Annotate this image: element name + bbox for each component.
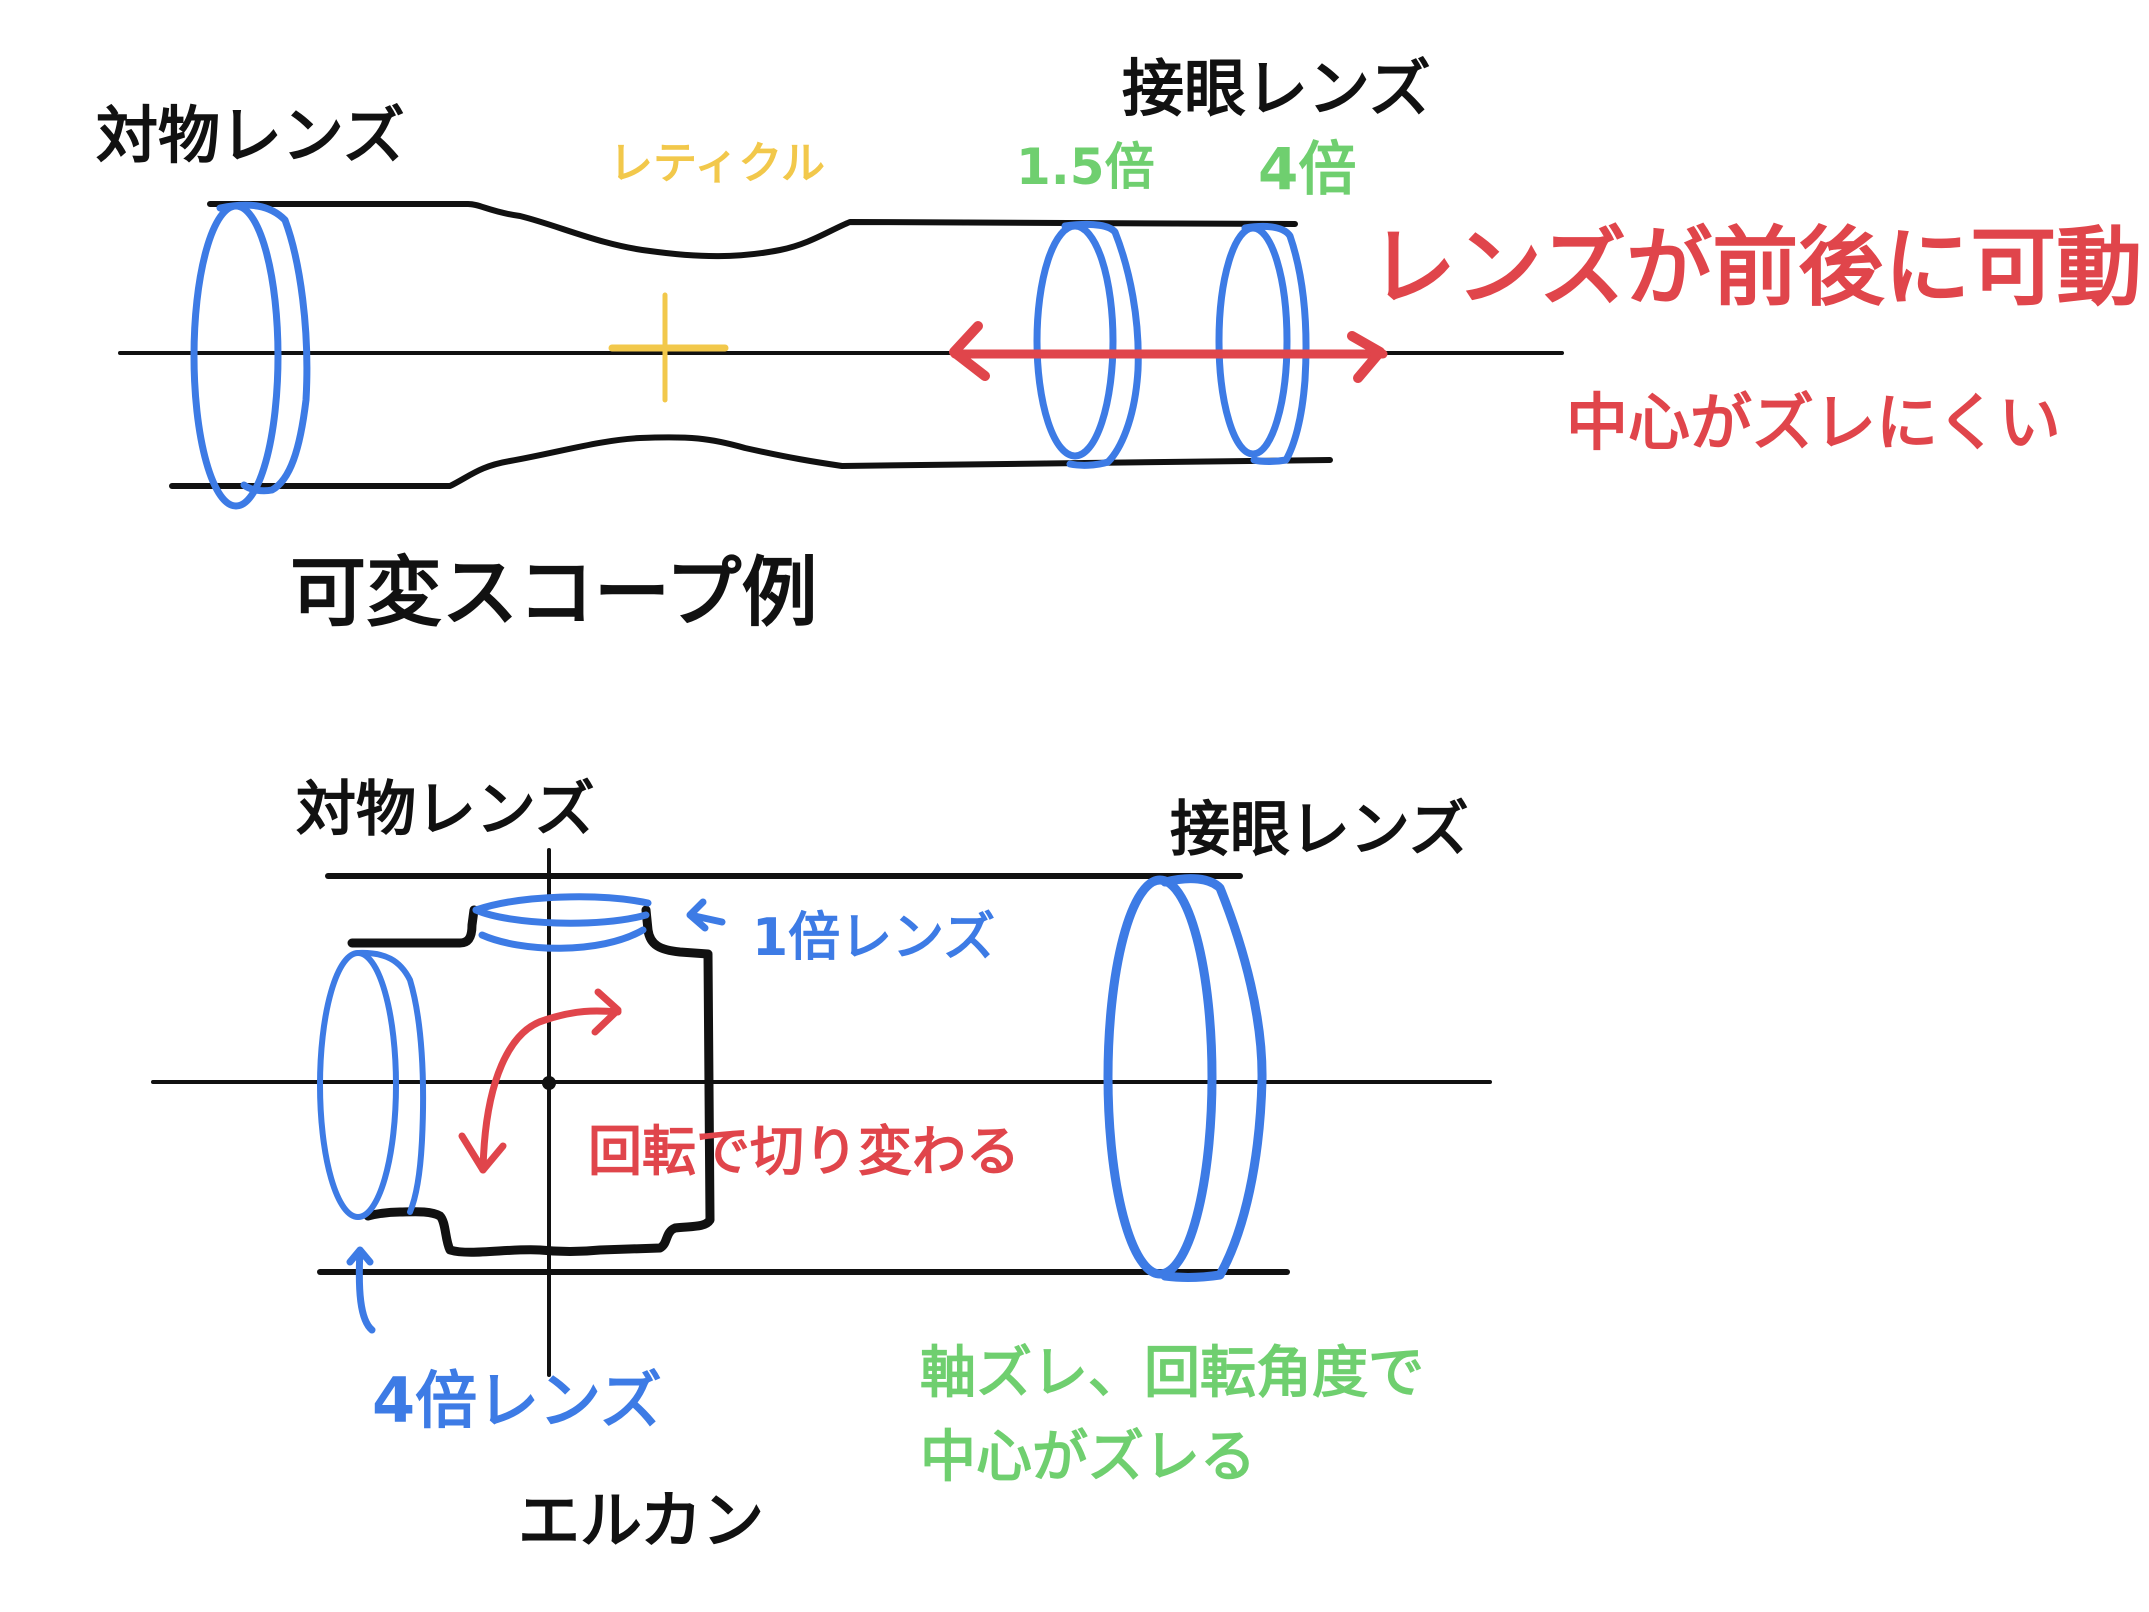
rotation-switch-note: 回転で切り変わる — [588, 1120, 1020, 1183]
reticle-crosshair-icon — [608, 292, 729, 403]
lens-4x-icon — [317, 949, 427, 1220]
rotating-housing-outline — [347, 905, 715, 1257]
elcan-caption: エルカン — [518, 1484, 765, 1557]
lens-1x-label: 1倍レンズ — [752, 908, 996, 968]
eyepiece-lens-1-5x-icon — [1033, 220, 1142, 469]
rotation-arrow-icon — [458, 988, 622, 1174]
movement-note: レンズが前後に可動 — [1370, 218, 2143, 318]
axis-offset-note-line2: 中心がズレる — [920, 1425, 1256, 1490]
elcan-diagram — [151, 848, 1492, 1377]
lens-4x-label: 4倍レンズ — [372, 1364, 662, 1437]
top-objective-lens-label: 対物レンズ — [96, 99, 405, 172]
lens-4x-top-label: 4倍 — [1258, 135, 1357, 203]
top-eyepiece-lens-label: 接眼レンズ — [1122, 52, 1431, 125]
movement-double-arrow-icon — [949, 321, 1388, 383]
scope-tube-lower — [169, 434, 1333, 489]
reticle-label: レティクル — [609, 138, 826, 189]
bottom-objective-lens-label: 対物レンズ — [296, 775, 595, 845]
scope-tube-upper — [207, 201, 1298, 260]
lens-1x-pointer-arrow-icon — [686, 898, 726, 932]
center-stable-note: 中心がズレにくい — [1566, 386, 2061, 459]
variable-scope-diagram — [118, 201, 1564, 510]
axis-offset-note-line1: 軸ズレ、回転角度で — [920, 1341, 1424, 1406]
elcan-eyepiece-lens-icon — [1103, 874, 1267, 1282]
objective-lens-top-icon — [190, 201, 311, 510]
rotation-center-dot — [542, 1076, 556, 1090]
variable-scope-caption: 可変スコープ例 — [290, 548, 818, 637]
lens-4x-pointer-arrow-icon — [346, 1246, 376, 1334]
eyepiece-lens-4x-icon — [1215, 222, 1310, 465]
bottom-eyepiece-lens-label: 接眼レンズ — [1170, 795, 1469, 865]
lens-1x-icon — [472, 893, 652, 952]
lens-1-5x-label: 1.5倍 — [1016, 138, 1155, 196]
